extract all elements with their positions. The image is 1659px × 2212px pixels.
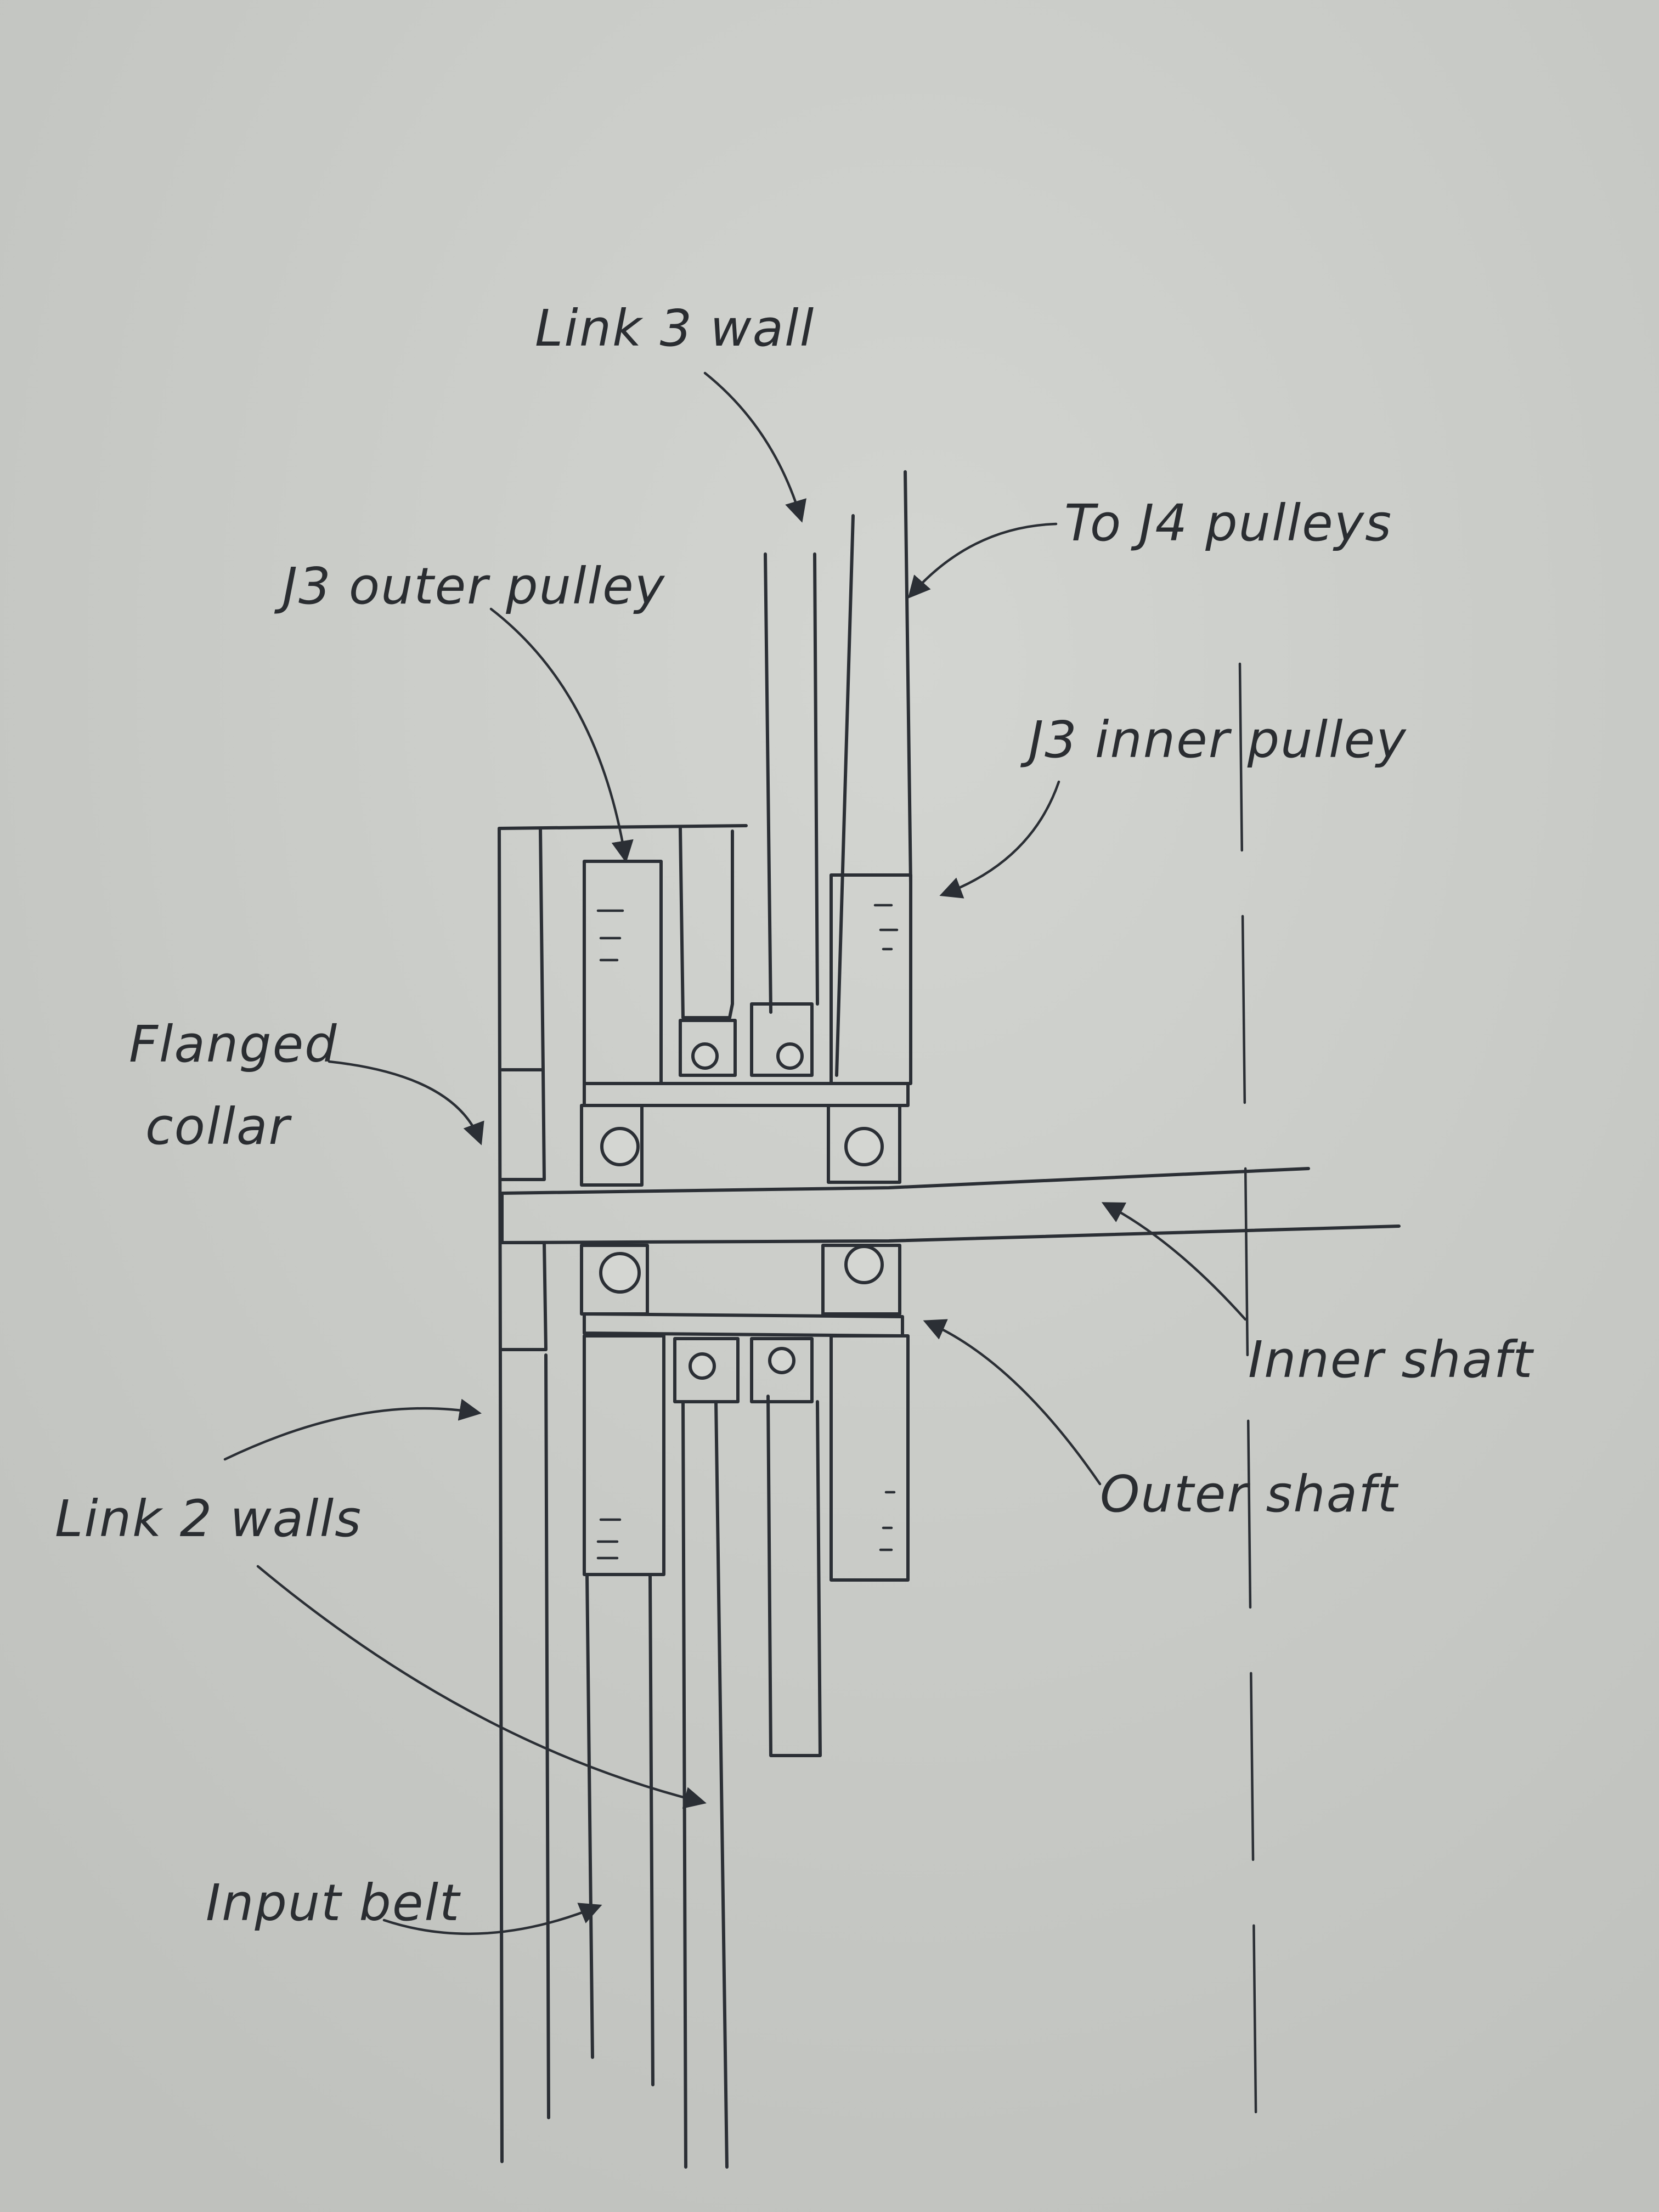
link2-inner-walls [681, 1395, 822, 2169]
arrow-j3-inner-pulley [939, 780, 1060, 899]
label-j3-inner-pulley: J3 inner pulley [1020, 710, 1407, 769]
j3-outer-pulley-marks [596, 909, 624, 962]
arrow-j3-outer-pulley [489, 607, 634, 863]
link2-top-cap [498, 824, 748, 830]
label-link3-wall: Link 3 wall [535, 299, 815, 358]
label-inner-shaft: Inner shaft [1248, 1330, 1534, 1389]
arrow-link2-walls-lower [256, 1565, 707, 1809]
link2-outer-wall-left [498, 827, 504, 2163]
arrow-outer-shaft [923, 1319, 1102, 1486]
label-link2-walls: Link 2 walls [55, 1489, 362, 1548]
mechanism-drawing: Link 3 wall To J4 pulleys J3 outer pulle… [55, 299, 1534, 2169]
arrow-inner-shaft [1101, 1202, 1247, 1321]
j3-inner-pulley [830, 873, 912, 1085]
label-outer-shaft: Outer shaft [1100, 1465, 1398, 1523]
j3-inner-pulley-marks [873, 904, 899, 951]
j3-outer-pulley-housing [679, 827, 734, 1019]
link3-wall [764, 514, 855, 1077]
outer-shaft-top [583, 1082, 910, 1107]
label-flanged-collar-2: collar [145, 1097, 292, 1156]
label-input-belt: Input belt [206, 1874, 461, 1932]
arrow-flanged-collar [328, 1060, 484, 1146]
small-bearings-top [679, 1002, 814, 1077]
label-flanged-collar-1: Flanged [129, 1015, 338, 1074]
arrow-to-j4 [907, 522, 1058, 599]
small-bearings-bottom [673, 1337, 814, 1403]
input-belt-lines [585, 1573, 654, 2086]
lower-right-pulley [830, 1334, 910, 1582]
label-j3-outer-pulley: J3 outer pulley [274, 557, 665, 616]
j3-outer-pulley [583, 860, 663, 1085]
lower-left-pulley [583, 1334, 665, 1576]
arrow-input-belt [382, 1903, 602, 1936]
lower-right-pulley-marks [879, 1491, 896, 1551]
to-j4-belt-line [904, 470, 912, 885]
main-bearings [580, 1104, 901, 1316]
arrow-link2-walls-upper [223, 1398, 482, 1461]
lower-left-pulley-marks [596, 1518, 622, 1560]
label-to-j4-pulleys: To J4 pulleys [1064, 494, 1392, 552]
link2-outer-wall-left-inner [539, 827, 545, 1071]
arrow-link3-wall [703, 371, 806, 523]
inner-shaft [500, 1167, 1401, 1244]
